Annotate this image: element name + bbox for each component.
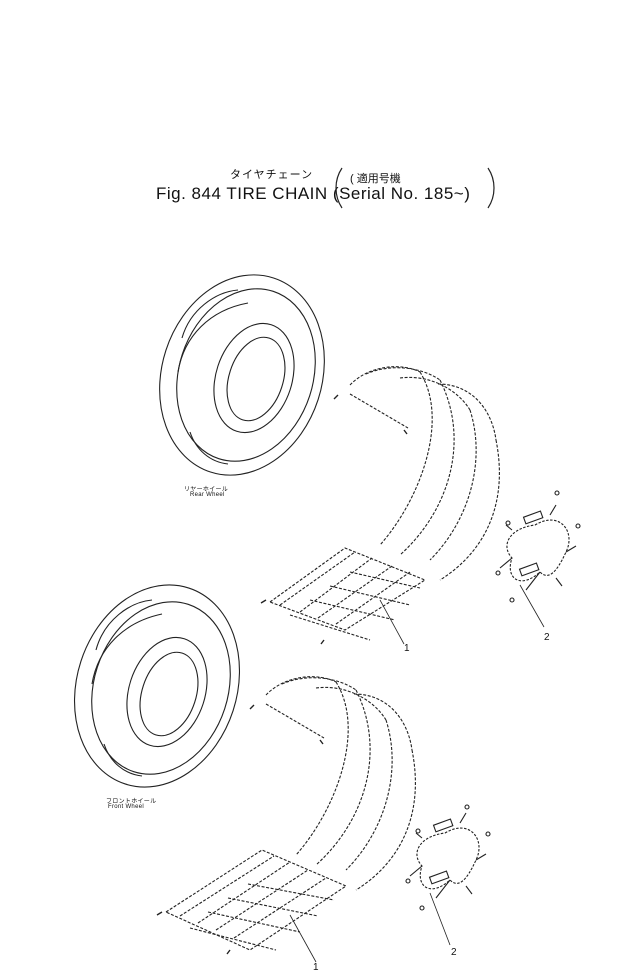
front-adjuster-ring (405, 804, 491, 946)
front-wheel-label-jp: フロントホイール (106, 799, 157, 805)
front-tire-chain (164, 676, 416, 951)
title-japanese: タイヤチェーン (230, 169, 314, 181)
callout-front-part2: 2 (451, 947, 457, 958)
front-wheel-label: Front Wheel (108, 804, 144, 810)
rear-wheel-label: Rear Wheel (190, 492, 225, 498)
front-wheel (73, 584, 241, 788)
rear-wheel (159, 274, 325, 476)
rear-tire-chain (268, 366, 500, 641)
figure-title: Fig. 844 TIRE CHAIN (Serial No. 185~) (156, 184, 471, 203)
callout-front-chain: 1 (313, 962, 319, 973)
callout-rear-part2: 2 (544, 632, 550, 643)
rear-adjuster-ring (495, 490, 581, 628)
title-japanese-serial: ( 適用号機 (350, 173, 401, 185)
callout-rear-chain: 1 (404, 643, 410, 654)
rear-wheel-label-jp: リヤーホイール (184, 487, 229, 493)
